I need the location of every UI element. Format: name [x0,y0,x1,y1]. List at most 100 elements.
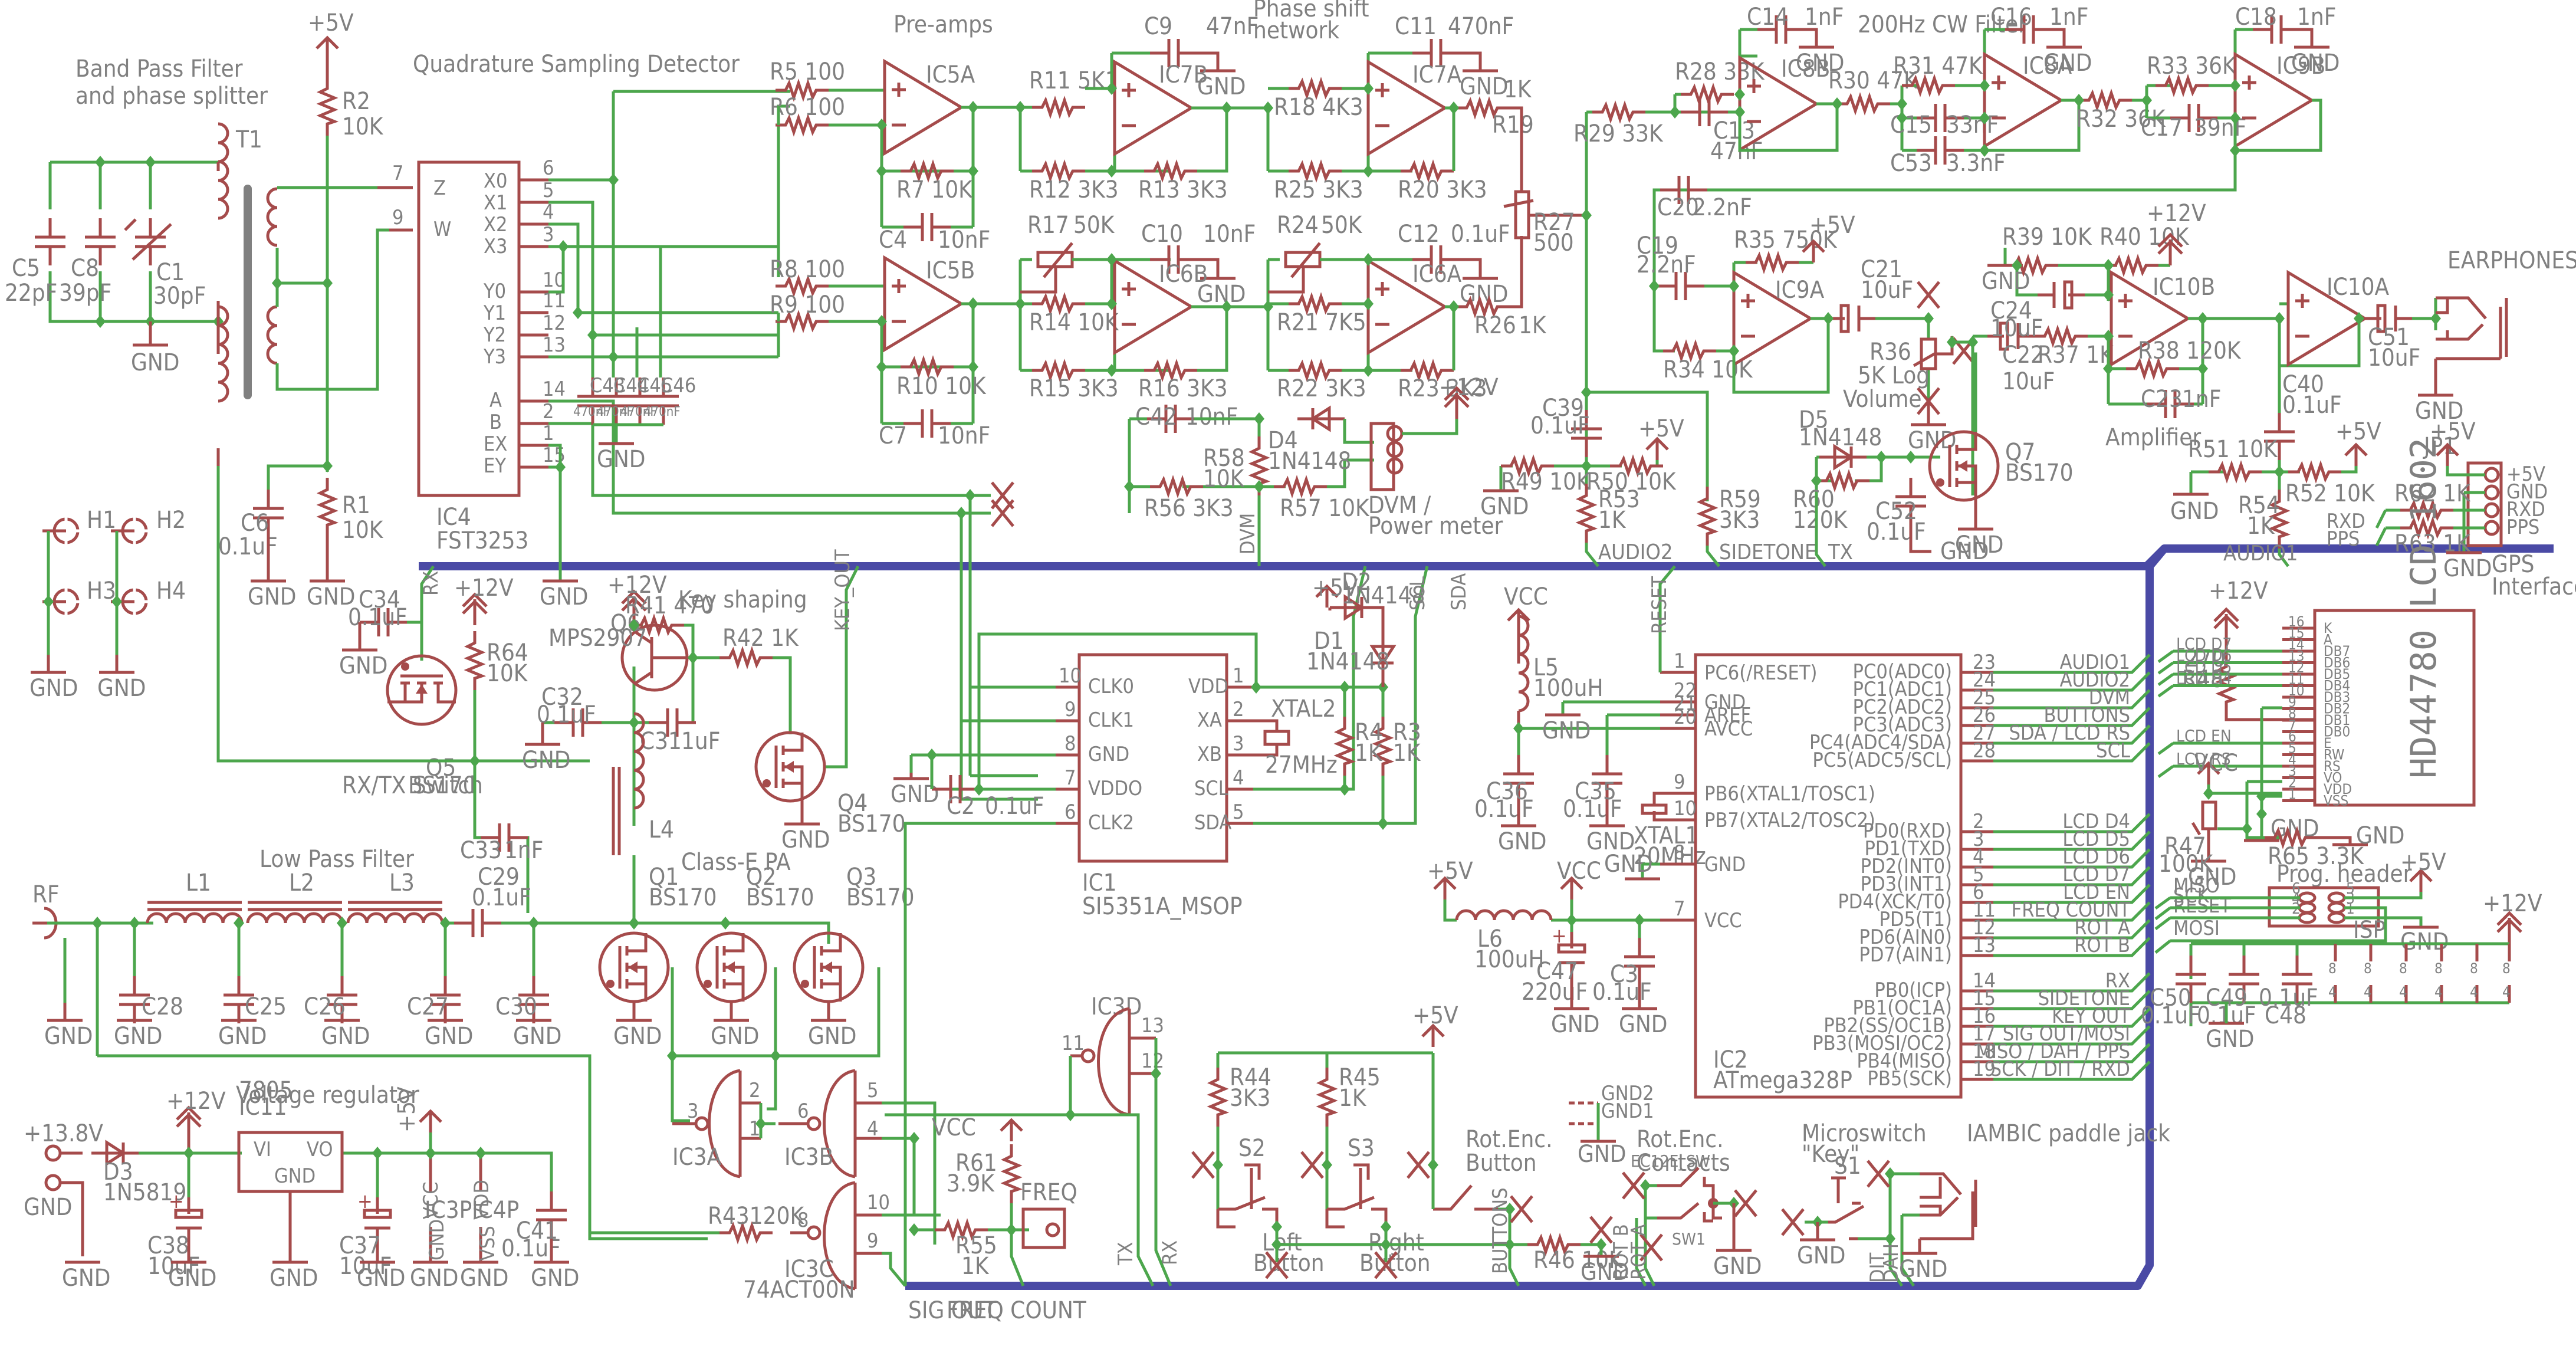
schematic-label: GND [2506,480,2548,504]
schematic-label: 1K [1355,740,1383,767]
lcd-pin-label: E [2324,735,2332,751]
schematic-label: R1 [342,492,370,519]
component-body [1694,653,1963,1099]
schematic-label: GND [131,349,180,376]
inductor-l6 [1457,911,1551,920]
ic2-pin-number: 16 [1973,1004,1996,1028]
schematic-label: IC7B [1159,61,1208,88]
schematic-label: Left [1262,1229,1302,1256]
ic2-pin-label: PB3(MOSI/OC2) [1812,1032,1952,1055]
ic2-net-wire [1993,937,2151,957]
junction-dot [43,595,54,608]
ic2-net-wire [1993,1043,2151,1063]
wire [1585,543,1599,567]
lcd-net-wire [2157,661,2282,675]
lcd-pin-number: 13 [2288,648,2304,665]
junction-dot [968,101,978,114]
schematic-label: XTAL2 [1271,695,1336,723]
schematic-label: GND [425,1219,449,1260]
schematic-label: GND [1940,538,1989,565]
schematic-label: +5V [1412,1002,1458,1029]
schematic-label: GND [1460,73,1509,100]
ic2-net-wire [1993,724,2151,745]
schematic-label: R56 3K3 [1144,495,1234,522]
schematic-label: GND [44,1023,93,1050]
schematic-label: 10nF [1185,403,1238,431]
schematic-label: Pre-amps [893,11,993,38]
schematic-label: 100uH [1474,946,1545,973]
schematic-label: PPS [2506,516,2539,539]
junction-dot [1006,1223,1017,1236]
schematic-label: VDDO [1088,777,1142,800]
schematic-label: 10uF [2002,368,2055,395]
nand-ic3d [1099,1009,1130,1115]
schematic-label: GND [540,583,589,610]
resistor-r30 [1837,97,1890,111]
schematic-label: 50K [1073,212,1115,239]
schematic-label: C31 [640,728,682,755]
ic2-net-label: ROT B [2074,934,2130,957]
schematic-label: R24 [1277,212,1319,239]
junction-dot [1823,312,1834,325]
schematic-label: C39 [1542,395,1584,422]
schematic-label: GND [1619,1011,1668,1038]
junction-dot [1670,106,1680,119]
power-arrow-icon [2345,445,2367,466]
schematic-label: C33 [460,837,502,864]
junction-dot [2074,94,2084,107]
schematic-label: C25 [245,993,287,1020]
wire [548,399,991,515]
schematic-label: C12 [1398,221,1440,248]
no-connect-icon [1408,1152,1429,1178]
junction-dot [1581,209,1592,222]
junction-dot [1263,300,1273,313]
resistor-r11 [1032,100,1085,114]
schematic-label: C42 [1135,403,1177,431]
schematic-label: 6 [543,156,554,180]
schematic-label: 8 [1064,732,1076,756]
ic2-pin-label: PD1(TXD) [1864,837,1952,861]
lcd-pin-number: 10 [2288,682,2304,699]
schematic-label: 12 [1141,1049,1164,1073]
schematic-label: PPS [2327,527,2360,551]
ic2-pin-label: PD3(INT1) [1861,872,1952,896]
resistor-r29 [1592,105,1645,119]
lcd-pin-label: VDD [2324,781,2352,797]
schematic-label: C53 [1890,150,1932,177]
schematic-label: 1N4148 [1799,424,1882,451]
schematic-label: R60 [1793,486,1835,513]
schematic-label: Amplifier [2105,424,2201,451]
schematic-label: R2 [342,88,370,115]
schematic-label: R25 3K3 [1274,176,1363,203]
wire [1216,1051,1435,1162]
resistor-r44 [1211,1068,1225,1127]
schematic-label: GND [1578,1141,1627,1168]
junction-dot [1363,82,1374,95]
lcd-net-wire [2157,672,2282,687]
schematic-label: X3 [484,235,507,258]
junction-dot [876,165,887,178]
schematic-label: 2 [749,1079,760,1102]
junction-dot [2274,465,2285,478]
schematic-label: 1N4148 [1342,582,1425,609]
schematic-label: R26 [1474,312,1516,339]
schematic-label: GND [425,1023,474,1050]
ic2-pin-number: 10 [1674,797,1697,820]
lcd-pin-label: RW [2324,747,2344,763]
ic2-pin-label: PC1(ADC1) [1853,678,1952,701]
schematic-label: BS170 [746,884,814,911]
junction-dot [1124,480,1135,493]
schematic-label: 10uF [339,1253,392,1280]
resistor-r33 [2156,78,2209,93]
schematic-label: GND [2291,50,2340,77]
schematic-label: IC9A [1775,277,1825,304]
schematic-label: 5 [2346,880,2355,898]
junction-dot [183,1147,194,1160]
schematic-label: MISO [2173,874,2220,898]
ic2-net-wire [1993,1025,2151,1046]
schematic-label: RX [1158,1240,1182,1265]
schematic-label: IC3D [1091,993,1142,1020]
schematic-label: 10uF [1990,315,2043,342]
schematic-label: R16 3K3 [1138,375,1228,402]
lcd-net-label: LCD D7 [2176,634,2232,654]
